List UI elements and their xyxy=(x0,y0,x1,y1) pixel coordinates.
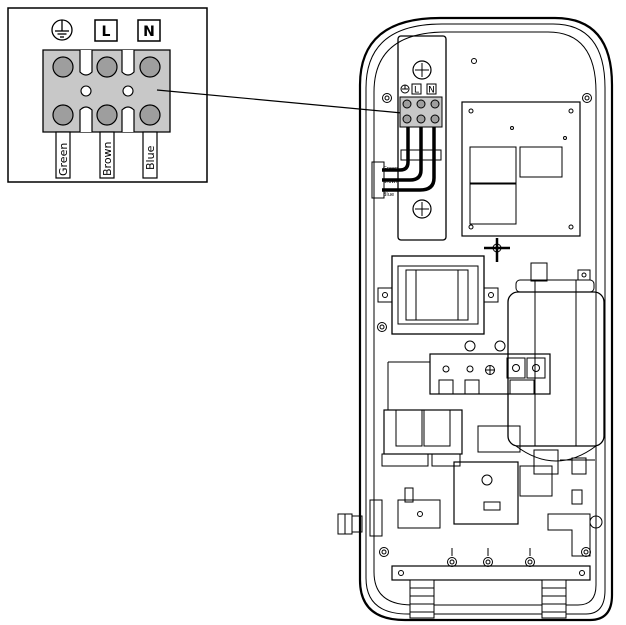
unit-transformer xyxy=(377,255,499,335)
unit-terminal-strip xyxy=(387,340,551,410)
leader-line xyxy=(156,89,403,114)
unit-cable-label-brown: Brown xyxy=(383,179,399,185)
inset-n-label: N xyxy=(143,24,155,40)
inset-wire-label-brown: Brown xyxy=(101,141,114,176)
unit-n-label: N xyxy=(428,86,435,96)
inset-l-box xyxy=(94,19,118,42)
inset-earth-label xyxy=(51,19,73,41)
unit-control-board xyxy=(461,101,581,237)
inset-wire-brown xyxy=(99,131,115,179)
unit-side-connector xyxy=(337,499,383,537)
inset-l-label: L xyxy=(102,24,111,40)
unit-l-label: L xyxy=(414,86,419,96)
unit-right-bracket xyxy=(547,513,603,557)
inset-wire-green xyxy=(55,131,71,179)
unit-lower-switchgear xyxy=(381,409,583,529)
unit-fixing-cross xyxy=(484,238,510,262)
inset-n-box xyxy=(137,19,161,42)
inset-wire-label-blue: Blue xyxy=(144,145,157,170)
inset-wire-label-green: Green xyxy=(57,143,70,176)
inset-wire-blue xyxy=(142,131,158,179)
unit-cable-label-green: Green xyxy=(383,166,398,172)
unit-cable-glands xyxy=(391,548,591,619)
unit-terminal-rail: L N Green Brown Blue xyxy=(371,35,447,241)
unit-cable-label-blue: Blue xyxy=(383,192,394,198)
inset-screws xyxy=(52,56,161,126)
unit-heater-tank xyxy=(507,262,605,475)
terminal-inset: L N Green Brown Blue xyxy=(7,7,208,183)
